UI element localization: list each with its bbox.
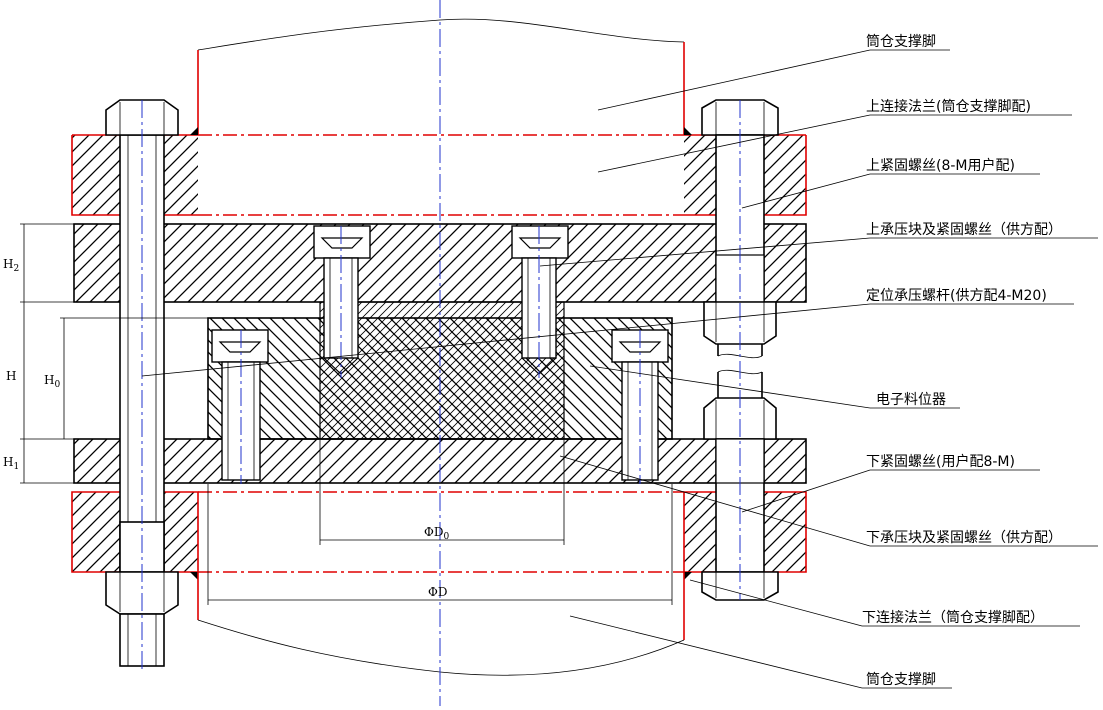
- label-level-sensor: 电子料位器: [876, 392, 946, 408]
- label-upper-flange: 上连接法兰(筒仓支撑脚配): [866, 98, 1031, 115]
- leader-lines: [141, 49, 1098, 689]
- upper-press-screw-right: [511, 225, 569, 375]
- label-silo-leg-top: 筒仓支撑脚: [866, 33, 936, 50]
- center-lines: [141, 0, 741, 706]
- label-upper-bolt: 上紧固螺丝(8-M用户配): [866, 157, 1015, 174]
- dim-h: H: [6, 369, 16, 383]
- right-through-bolt: [701, 99, 779, 601]
- label-positioning-rod: 定位承压螺杆(供方配4-M20): [866, 288, 1047, 304]
- label-lower-press-block: 下承压块及紧固螺丝（供方配）: [866, 530, 1062, 546]
- dim-phi-d: ΦD: [428, 585, 447, 599]
- upper-flange: [71, 127, 807, 216]
- silo-leg-top: [197, 18, 685, 135]
- label-silo-leg-bottom: 筒仓支撑脚: [866, 671, 936, 688]
- dim-h2: H2: [3, 257, 19, 274]
- dim-phi-d0: ΦD0: [424, 525, 449, 542]
- dim-h1: H1: [3, 455, 19, 472]
- label-lower-bolt: 下紧固螺丝(用户配8-M): [866, 453, 1015, 470]
- dim-h0: H0: [44, 373, 60, 390]
- label-upper-press-block: 上承压块及紧固螺丝（供方配）: [866, 222, 1062, 238]
- dimension-lines: [20, 223, 673, 605]
- label-lower-flange: 下连接法兰（筒仓支撑脚配）: [862, 609, 1044, 626]
